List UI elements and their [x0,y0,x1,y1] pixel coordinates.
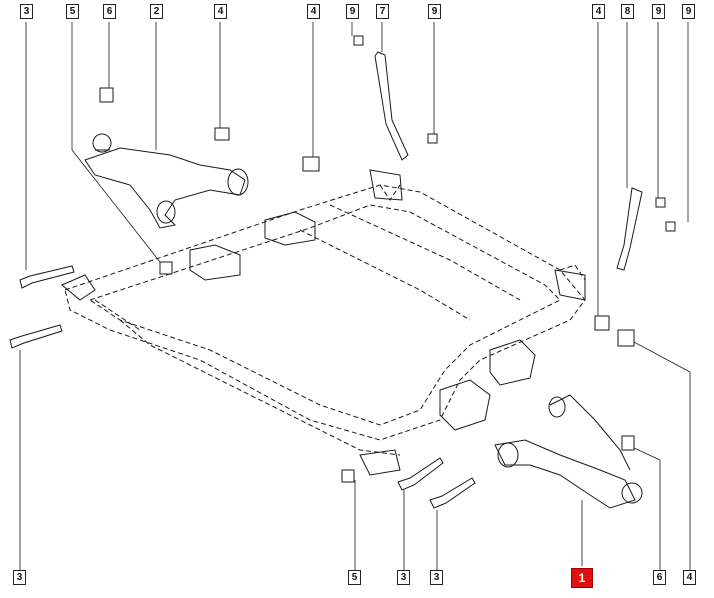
bushings [214,127,635,347]
subframe-members [61,169,586,476]
callout-4-top-c: 4 [592,4,605,19]
callout-9-top-d: 9 [682,4,695,19]
leader-lines [19,22,691,572]
subframe [64,184,586,456]
left-control-arm [84,133,249,229]
callout-3-bottom-c: 3 [430,570,443,585]
callout-5-bottom: 5 [348,570,361,585]
callout-4-bottom: 4 [683,570,696,585]
right-control-arm [494,394,643,509]
callout-4-top-b: 4 [307,4,320,19]
stabilizer-links [374,51,643,271]
callout-1-highlighted: 1 [571,568,593,588]
callout-3-top: 3 [20,4,33,19]
callout-3-bottom-a: 3 [13,570,26,585]
nuts [99,35,676,483]
callout-3-bottom-b: 3 [397,570,410,585]
callout-7-top: 7 [376,4,389,19]
callout-4-top-a: 4 [214,4,227,19]
callout-5-top: 5 [66,4,79,19]
callout-8-top: 8 [621,4,634,19]
bolts [9,265,476,509]
callout-6-top: 6 [103,4,116,19]
callout-9-top-c: 9 [652,4,665,19]
callout-6-bottom: 6 [653,570,666,585]
callout-9-top-b: 9 [428,4,441,19]
callout-2-top: 2 [150,4,163,19]
callout-9-top-a: 9 [346,4,359,19]
